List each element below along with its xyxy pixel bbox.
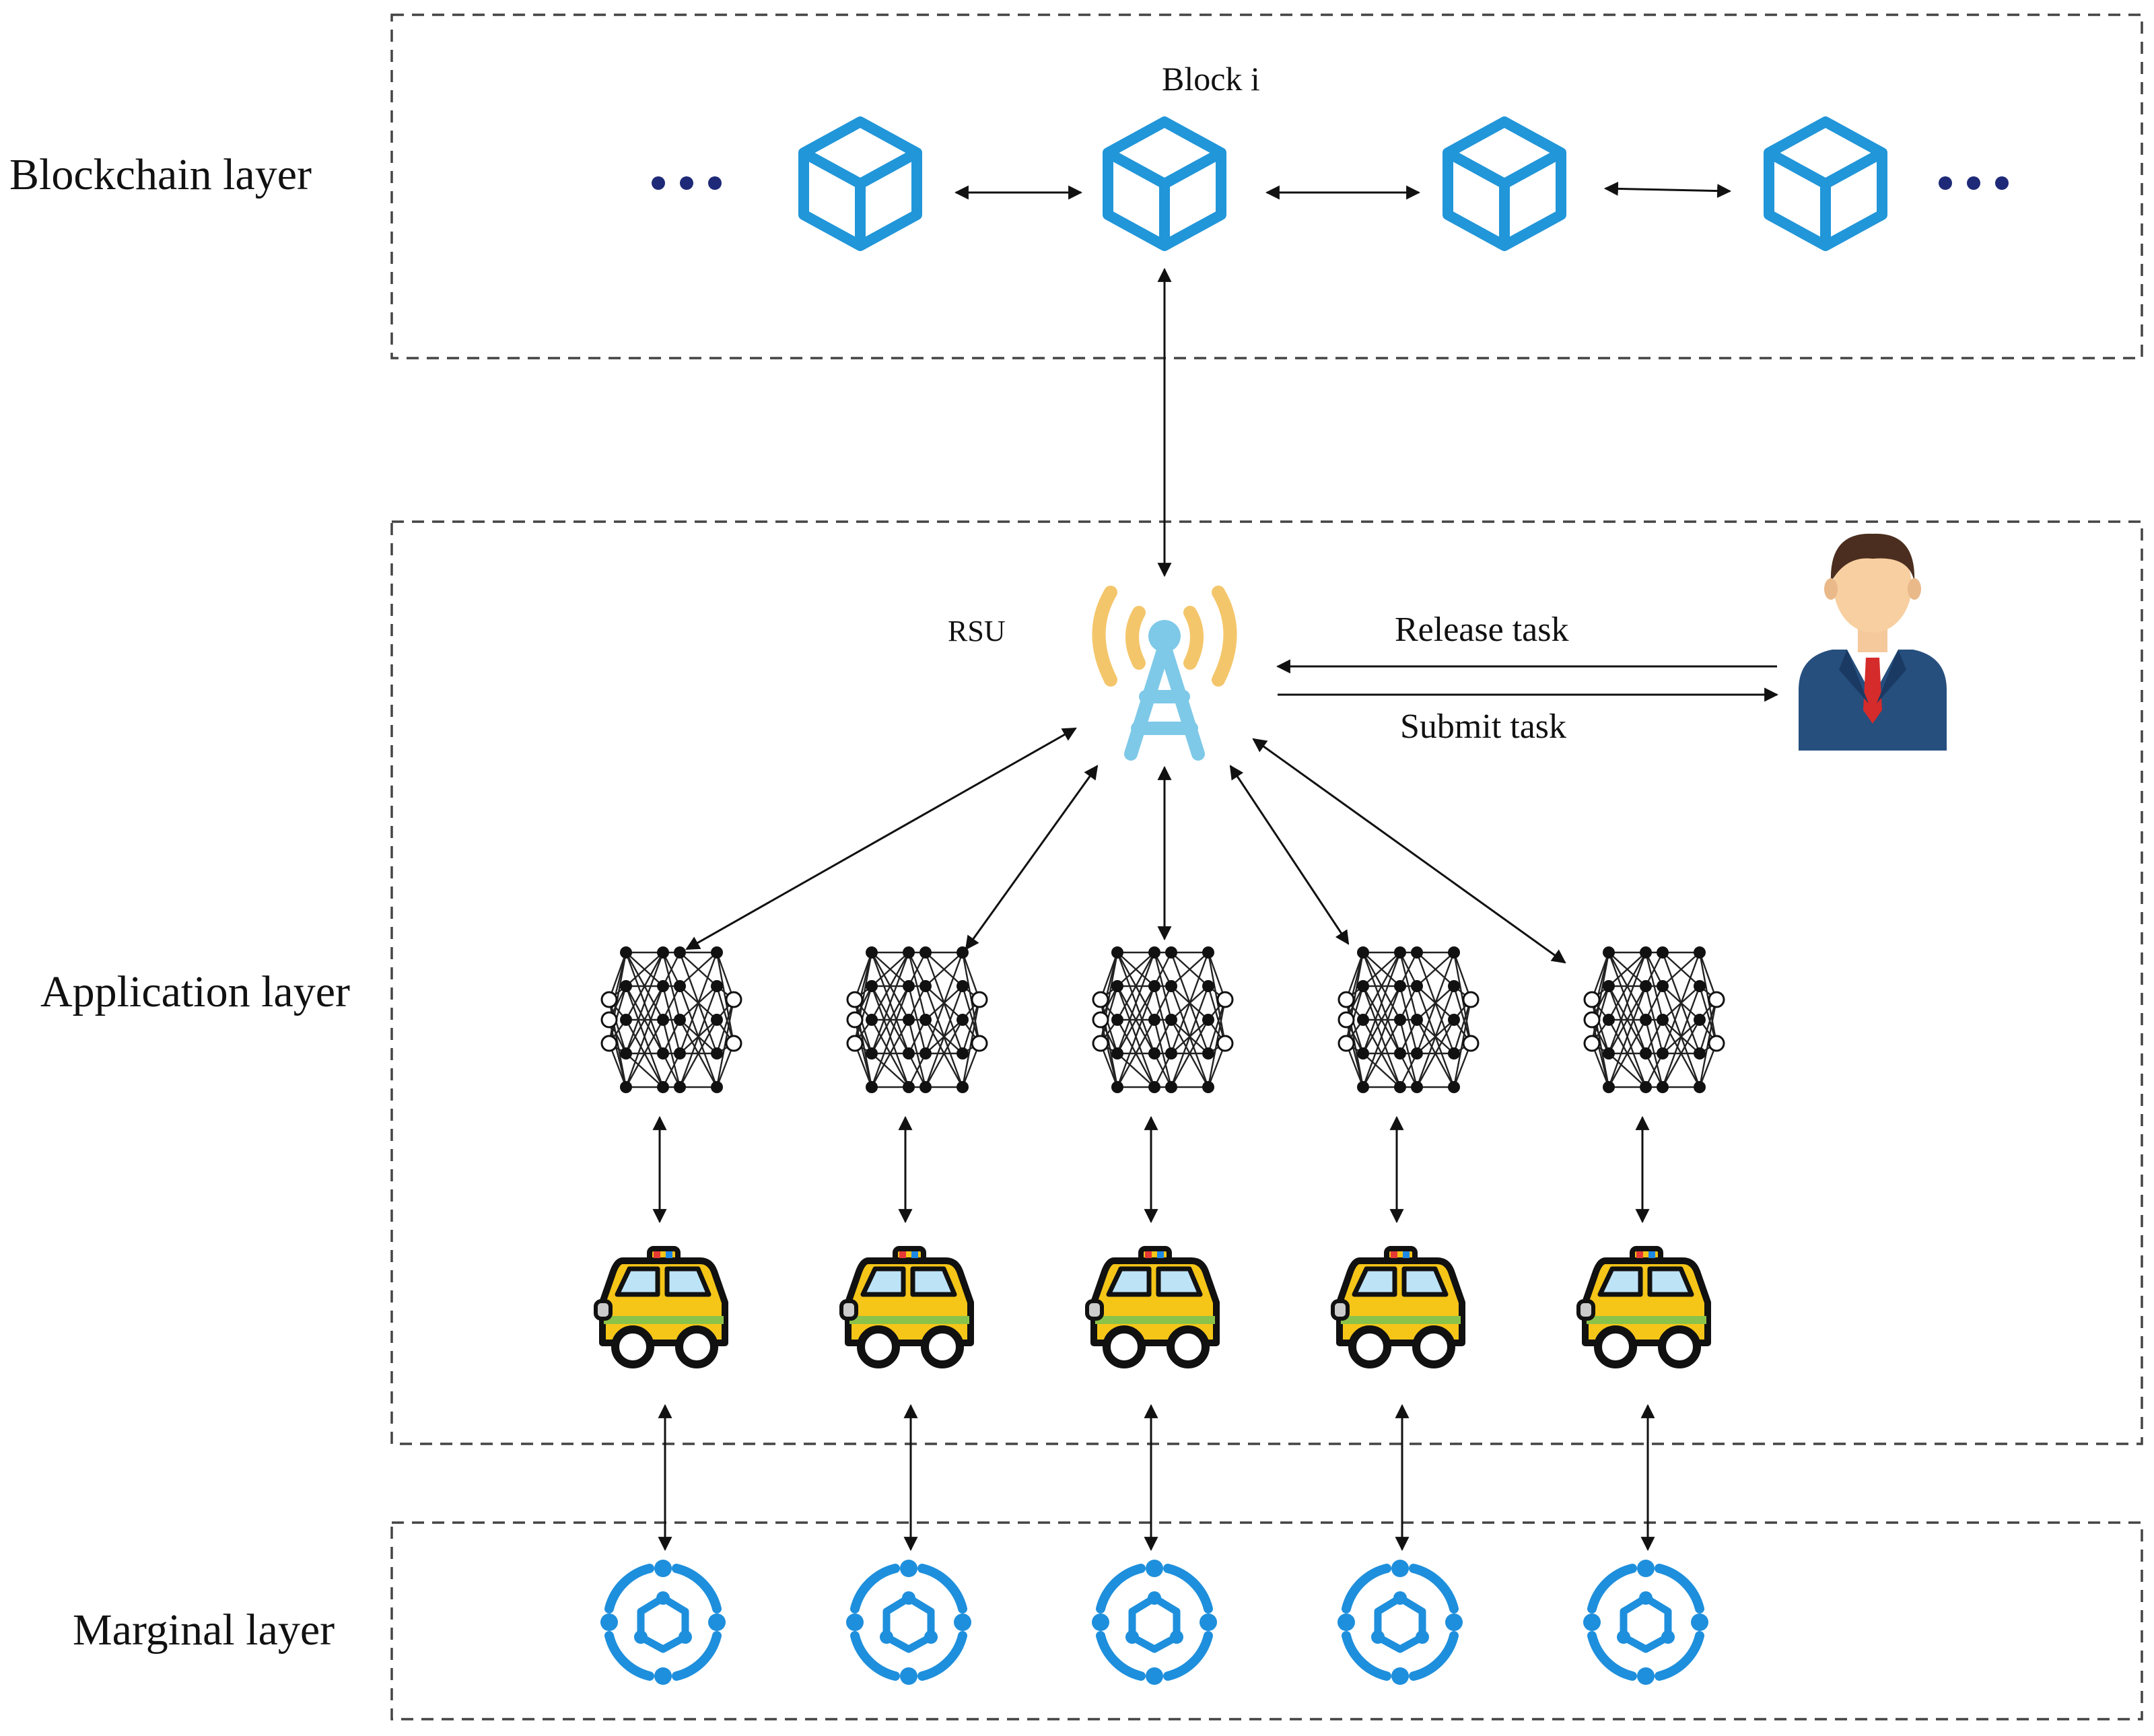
rsu-label: RSU bbox=[948, 615, 1006, 648]
application-layer-box bbox=[390, 520, 2143, 1445]
vehicle-icon-5 bbox=[1578, 1249, 1708, 1364]
blockchain-layer-box bbox=[390, 13, 2143, 359]
block-icon-4 bbox=[1769, 122, 1882, 246]
model-icon-3 bbox=[1092, 945, 1234, 1095]
block-icon-i bbox=[1108, 122, 1221, 246]
vehicle-icon-3 bbox=[1087, 1249, 1216, 1364]
rsu-model-arrow-2 bbox=[965, 765, 1099, 950]
vehicle-icon-1 bbox=[596, 1249, 725, 1364]
block-icon-3 bbox=[1448, 122, 1561, 246]
edge-node-icon-5 bbox=[1583, 1560, 1708, 1685]
release-task-label: Release task bbox=[1395, 611, 1569, 649]
edge-node-icon-2 bbox=[846, 1560, 971, 1685]
model-icon-2 bbox=[846, 945, 988, 1095]
vehicle-icon-4 bbox=[1333, 1249, 1462, 1364]
rsu-model-arrow-1 bbox=[685, 727, 1077, 950]
edge-node-icon-3 bbox=[1092, 1560, 1217, 1685]
marginal-layer-label: Marginal layer bbox=[73, 1605, 335, 1655]
ellipsis-dots-left bbox=[652, 176, 722, 190]
rsu-model-arrow-5 bbox=[1252, 738, 1566, 964]
model-icon-4 bbox=[1337, 945, 1480, 1095]
submit-task-label: Submit task bbox=[1400, 707, 1567, 746]
block-i-label: Block i bbox=[1162, 60, 1260, 98]
blockchain-layer-label: Blockchain layer bbox=[9, 150, 312, 199]
chain-link-arrow-3 bbox=[1603, 181, 1732, 199]
task-requester-icon bbox=[1799, 533, 1947, 751]
marginal-layer-box bbox=[390, 1521, 2143, 1721]
vehicle-icon-2 bbox=[841, 1249, 971, 1364]
edge-node-icon-4 bbox=[1337, 1560, 1463, 1685]
block-icon-1 bbox=[804, 122, 917, 246]
model-icon-5 bbox=[1583, 945, 1725, 1095]
rsu-model-arrow-4 bbox=[1229, 765, 1350, 945]
application-layer-label: Application layer bbox=[40, 967, 351, 1016]
model-icon-1 bbox=[600, 945, 742, 1095]
rsu-icon bbox=[1092, 586, 1237, 761]
edge-node-icon-1 bbox=[600, 1560, 726, 1685]
ellipsis-dots-right bbox=[1939, 176, 2009, 190]
